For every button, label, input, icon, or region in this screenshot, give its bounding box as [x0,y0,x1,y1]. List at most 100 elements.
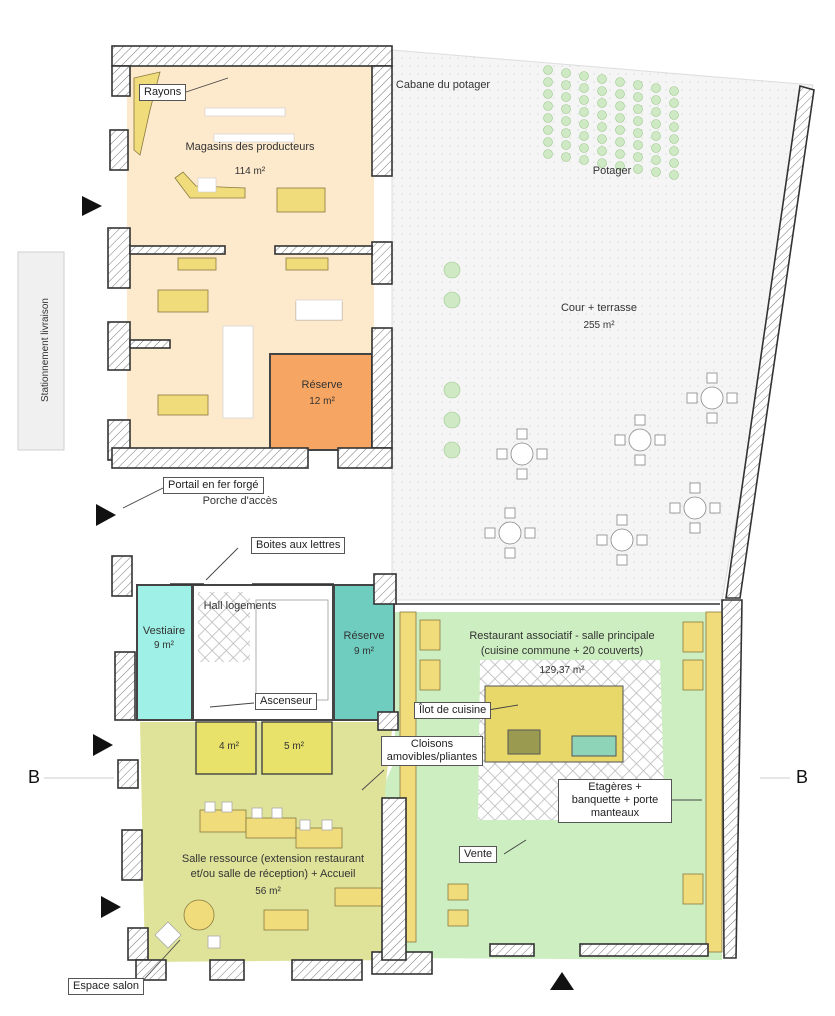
shrub [443,381,461,399]
plant [633,164,643,174]
rayons-callout: Rayons [139,84,187,102]
plant [579,119,589,129]
plant [543,65,553,75]
restaurant-furniture [183,611,723,953]
plant [669,98,679,108]
shrub [443,441,461,459]
plant [597,158,607,168]
terrace-chair [496,448,508,460]
plant [615,161,625,171]
plant [579,95,589,105]
terrace-table [498,521,522,545]
plant [651,119,661,129]
plant [543,149,553,159]
plant [615,137,625,147]
ascenseur-callout: Ascenseur [255,693,317,711]
plant [561,92,571,102]
plant [597,122,607,132]
entry-arrow [82,196,102,216]
salle-sublabel: et/ou salle de réception) + Accueil [190,868,356,881]
plant [669,86,679,96]
wc1-zone [195,721,257,775]
plant [579,155,589,165]
terrace-chair [504,507,516,519]
wc2-area: 5 m² [284,740,304,752]
entry-arrow [93,734,113,756]
vestiaire-label: Vestiaire [142,625,186,638]
terrace-chair [709,502,721,514]
terrace-table [628,428,652,452]
plant [579,131,589,141]
potager-plants [443,65,679,459]
plant [651,155,661,165]
stationnement-zone [17,251,65,451]
plant [561,128,571,138]
plant [669,110,679,120]
vestiaire-area: 9 m² [154,639,174,651]
shrub [443,291,461,309]
terrace-chair [484,527,496,539]
wc2-zone [261,721,333,775]
porche-label: Porche d'accès [202,495,278,508]
plant [579,83,589,93]
terrace-chair [636,534,648,546]
plant [615,101,625,111]
terrace-chair [596,534,608,546]
plant [597,98,607,108]
plant [561,116,571,126]
plant [615,77,625,87]
plant [597,74,607,84]
plant [633,128,643,138]
salle-label: Salle ressource (extension restaurant [181,853,365,866]
plant [651,95,661,105]
terrace-chair [516,428,528,440]
magasins-walls [107,45,393,469]
portail-callout: Portail en fer forgé [163,477,264,495]
restaurant-label: Restaurant associatif - salle principale [469,630,655,643]
restaurant-sublabel: (cuisine commune + 20 couverts) [480,645,644,658]
terrace-chair [634,454,646,466]
plant [543,137,553,147]
stationnement-label: Stationnement livraison [39,298,51,402]
plant [561,68,571,78]
plant [651,131,661,141]
plant [597,146,607,156]
plant [543,89,553,99]
terrace-chair [634,414,646,426]
terrace-chair [686,392,698,404]
terrace-table [683,496,707,520]
plant [669,134,679,144]
plant [615,149,625,159]
magasins-label: Magasins des producteurs [185,141,315,154]
plant [579,107,589,117]
plant [651,83,661,93]
plant [669,146,679,156]
reserve-mid-label: Réserve [343,630,385,643]
terrace-chair [689,522,701,534]
section-b-left: B [28,767,41,787]
plant [633,92,643,102]
terrace-chair [524,527,536,539]
salon-callout: Espace salon [68,978,145,996]
plant [543,77,553,87]
plant [633,104,643,114]
plant [543,101,553,111]
entry-arrow [550,972,574,990]
shrub [443,411,461,429]
reserve-mid-area: 9 m² [354,645,374,657]
cour-area: 255 m² [583,319,615,331]
terrace-chair [504,547,516,559]
plant [669,170,679,180]
plant [561,152,571,162]
plant [561,80,571,90]
plant [633,140,643,150]
cloisons-callout: Cloisons amovibles/pliantes [381,736,483,767]
lower-walls [111,84,815,981]
terrace-chair [536,448,548,460]
plant [669,158,679,168]
cabane-label: Cabane du potager [395,79,491,92]
reserve-mid-zone [333,584,395,721]
plant [615,89,625,99]
reserve-top-label: Réserve [301,379,343,392]
